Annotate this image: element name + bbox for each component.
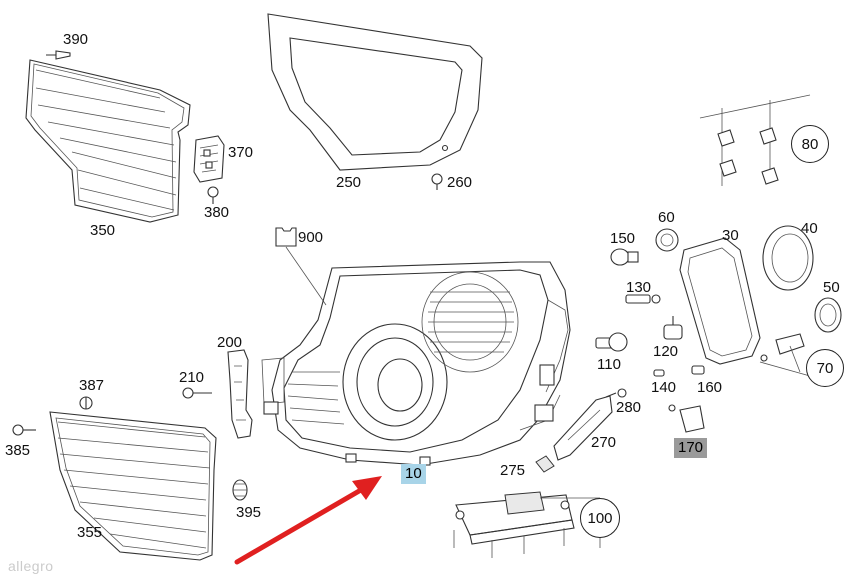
part-260-screw bbox=[431, 144, 449, 190]
label-275: 275 bbox=[500, 462, 526, 479]
label-150: 150 bbox=[610, 230, 636, 247]
part-150-bulb bbox=[610, 248, 639, 266]
part-40-cover-cap bbox=[762, 225, 814, 291]
part-900-label bbox=[275, 227, 327, 306]
part-380-screw bbox=[207, 186, 219, 204]
label-250: 250 bbox=[336, 174, 362, 191]
part-100-ballast-module bbox=[453, 491, 601, 558]
part-120-bulb bbox=[663, 316, 683, 340]
label-385: 385 bbox=[5, 442, 31, 459]
label-370: 370 bbox=[228, 144, 254, 161]
label-40: 40 bbox=[801, 220, 818, 237]
part-200-bracket bbox=[227, 349, 253, 439]
part-275-nut bbox=[535, 455, 555, 473]
label-280: 280 bbox=[616, 399, 642, 416]
label-30: 30 bbox=[722, 227, 739, 244]
label-160: 160 bbox=[697, 379, 723, 396]
part-140-bulb bbox=[653, 369, 665, 377]
label-387: 387 bbox=[79, 377, 105, 394]
part-70-sockets bbox=[759, 333, 811, 377]
label-70-circled: 70 bbox=[806, 349, 844, 387]
part-30-gasket bbox=[679, 237, 761, 365]
label-355: 355 bbox=[77, 524, 103, 541]
part-60-socket bbox=[655, 228, 679, 252]
part-80-clips bbox=[699, 94, 811, 186]
part-390-screw bbox=[46, 50, 71, 60]
label-120: 120 bbox=[653, 343, 679, 360]
label-50: 50 bbox=[823, 279, 840, 296]
part-270-bracket bbox=[553, 395, 613, 461]
label-395: 395 bbox=[236, 504, 262, 521]
part-250-lens-cover bbox=[267, 13, 483, 171]
part-130-bulb bbox=[625, 294, 661, 304]
part-170-ballast-plug bbox=[668, 404, 705, 433]
label-80-circled: 80 bbox=[791, 125, 829, 163]
part-370-bracket bbox=[193, 135, 225, 183]
part-110-bulb bbox=[595, 332, 628, 352]
label-260: 260 bbox=[447, 174, 473, 191]
pointer-arrow bbox=[234, 476, 382, 565]
label-390: 390 bbox=[63, 31, 89, 48]
part-395-grommet bbox=[232, 479, 248, 501]
part-350-upper-grille bbox=[25, 59, 191, 223]
watermark: allegro bbox=[8, 558, 54, 574]
label-100-circled: 100 bbox=[580, 498, 620, 538]
part-385-clip bbox=[12, 424, 36, 436]
label-60: 60 bbox=[658, 209, 675, 226]
part-10-headlamp-housing bbox=[261, 261, 571, 466]
label-210: 210 bbox=[179, 369, 205, 386]
part-210-screw bbox=[182, 387, 212, 399]
part-387-screw bbox=[79, 396, 93, 410]
label-270: 270 bbox=[591, 434, 617, 451]
label-200: 200 bbox=[217, 334, 243, 351]
part-50-cover-cap bbox=[814, 297, 842, 333]
label-170-highlighted: 170 bbox=[674, 438, 708, 458]
label-130: 130 bbox=[626, 279, 652, 296]
label-110: 110 bbox=[597, 356, 621, 373]
part-355-lower-grille bbox=[49, 411, 217, 561]
label-140: 140 bbox=[651, 379, 677, 396]
label-900: 900 bbox=[298, 229, 324, 246]
label-380: 380 bbox=[204, 204, 230, 221]
label-10-highlighted: 10 bbox=[401, 464, 426, 484]
part-160-bulb bbox=[691, 365, 705, 375]
label-350: 350 bbox=[90, 222, 116, 239]
